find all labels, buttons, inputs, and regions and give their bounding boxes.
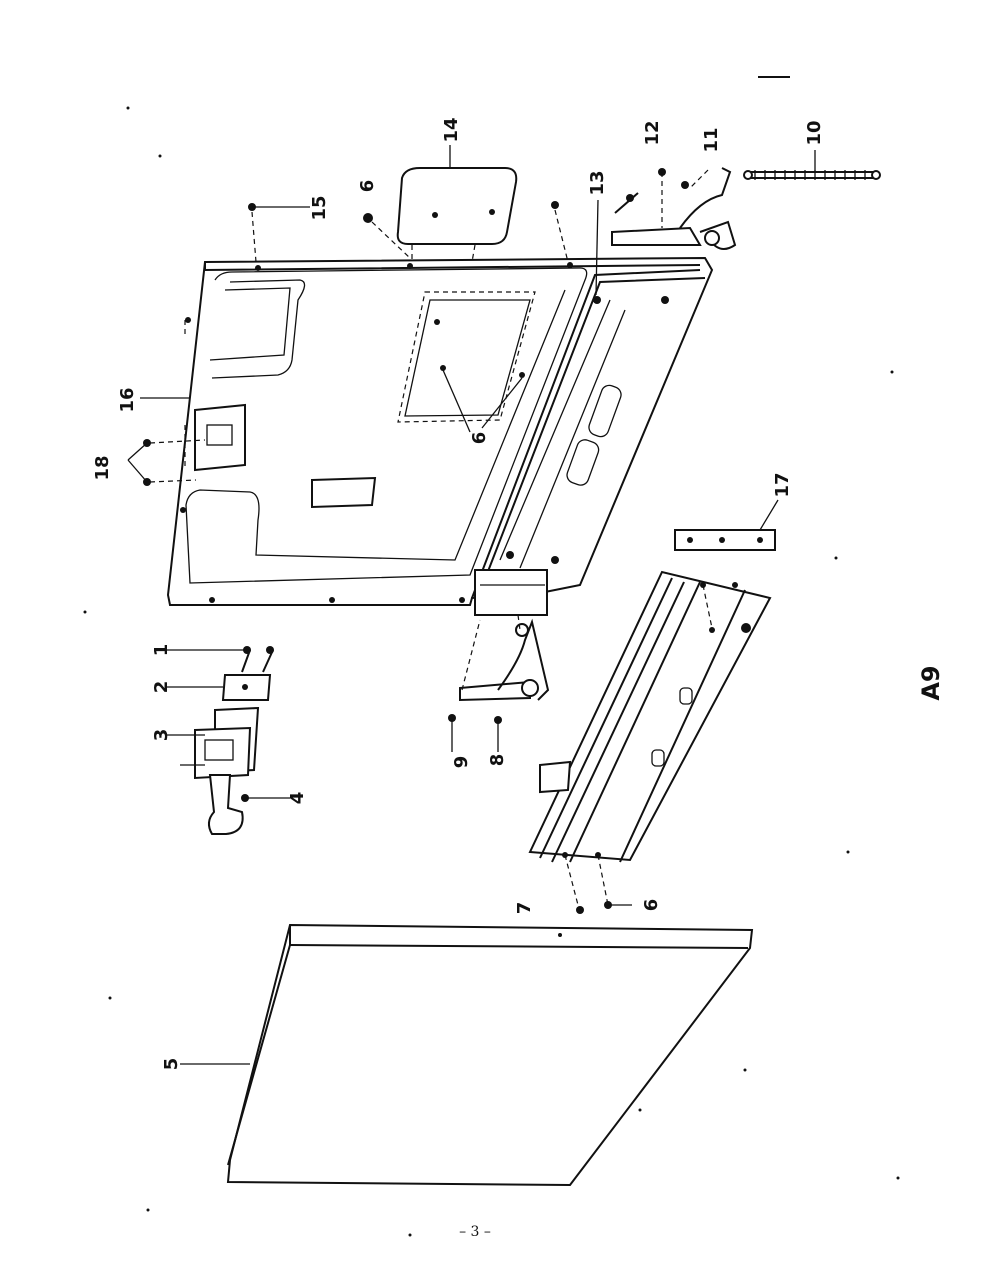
callout-2: 2 xyxy=(151,681,172,694)
spring-part-10 xyxy=(743,170,881,180)
callout-5: 5 xyxy=(161,1058,182,1071)
top-screws xyxy=(184,201,569,335)
leader-6-b xyxy=(481,377,523,429)
callout-15: 15 xyxy=(309,195,330,220)
diagram-code: A9 xyxy=(917,665,945,700)
callout-6-top: 6 xyxy=(357,180,378,193)
callout-8: 8 xyxy=(487,754,508,767)
callout-1: 1 xyxy=(151,644,172,657)
page-number: – 3 – xyxy=(459,1224,491,1240)
callout-14: 14 xyxy=(441,117,462,142)
callout-18: 18 xyxy=(92,455,113,480)
callout-13: 13 xyxy=(587,170,608,195)
callout-4: 4 xyxy=(287,792,308,805)
hinge-arm-part-11 xyxy=(611,167,737,250)
vent-cover-part-14 xyxy=(396,167,518,263)
leader-6-a xyxy=(442,369,471,433)
callout-9: 9 xyxy=(451,756,472,769)
outer-door-panel-part-5 xyxy=(180,923,754,1187)
bracket-part-17 xyxy=(674,499,779,551)
callout-6-middle: 6 xyxy=(469,432,490,445)
callout-7: 7 xyxy=(514,902,535,915)
callout-17: 17 xyxy=(772,472,793,497)
leader-13 xyxy=(595,199,599,296)
lower-hinge-parts-8-9 xyxy=(448,614,550,752)
callout-12: 12 xyxy=(642,120,663,145)
trim-channel-part-7 xyxy=(528,570,772,914)
callout-10: 10 xyxy=(804,120,825,145)
callout-11: 11 xyxy=(701,127,722,152)
callout-3: 3 xyxy=(151,729,172,742)
callout-16: 16 xyxy=(117,387,138,412)
callout-6-bottom: 6 xyxy=(641,899,662,912)
inner-door-panel xyxy=(166,256,714,616)
left-screws-part-18 xyxy=(127,397,206,486)
scan-specks xyxy=(83,106,900,1237)
latch-assembly xyxy=(167,646,290,835)
